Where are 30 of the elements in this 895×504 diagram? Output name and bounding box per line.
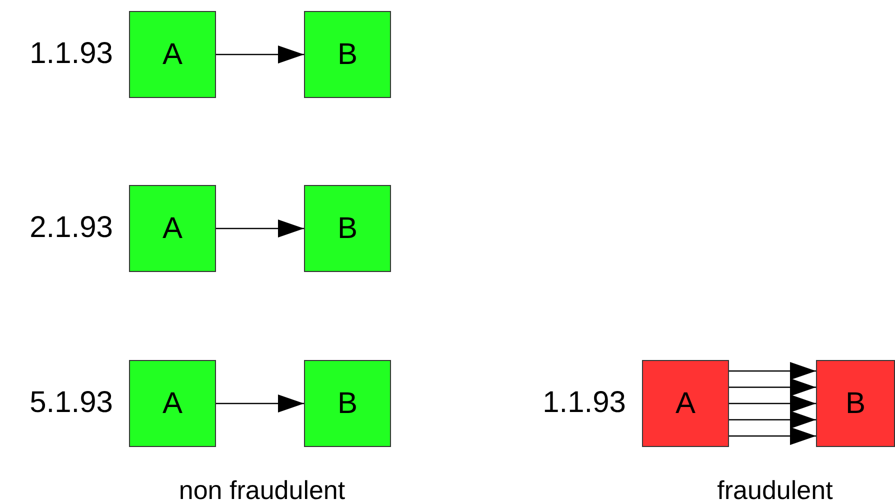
arrow [216,220,304,238]
date-label: 1.1.93 [542,386,626,420]
date-label: 1.1.93 [30,36,113,70]
arrow [216,46,304,64]
process-box [816,360,895,447]
process-box [304,185,391,272]
arrow [729,378,816,396]
process-box [304,11,391,98]
arrow [729,394,816,412]
process-box [642,360,729,447]
arrow [729,410,816,429]
arrow [729,362,816,380]
caption: non fraudulent [178,475,346,504]
arrow [216,394,304,412]
date-label: 2.1.93 [30,210,113,244]
date-label: 5.1.93 [30,386,113,420]
node-label: A [162,38,182,72]
node-label: A [162,386,182,420]
process-box [129,360,216,447]
process-box [129,185,216,272]
node-label: B [845,386,866,420]
node-label: B [337,386,358,420]
node-label: A [675,386,696,420]
arrow [729,427,816,445]
process-box [304,360,391,447]
node-label: B [337,212,358,246]
node-label: B [337,38,358,72]
caption: fraudulent [717,475,833,504]
process-box [129,11,216,98]
node-label: A [162,212,182,246]
